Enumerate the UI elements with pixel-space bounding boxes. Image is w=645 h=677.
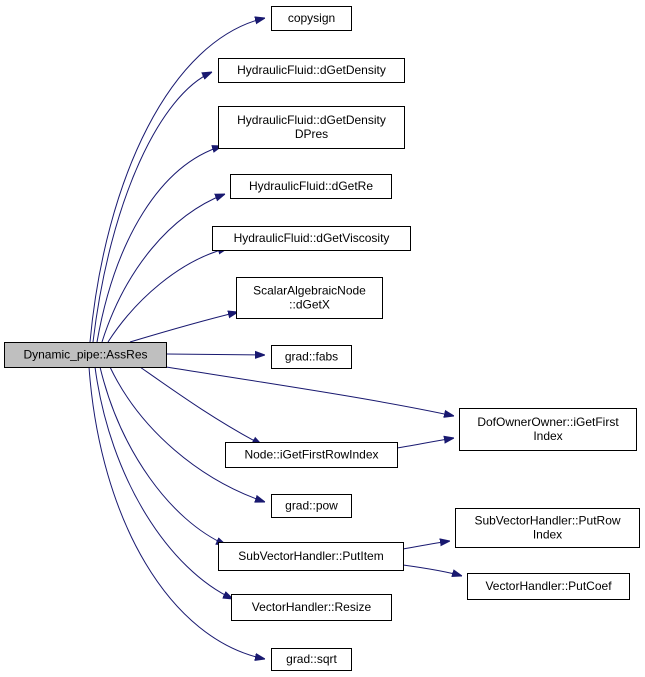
node-dGetX[interactable]: ScalarAlgebraicNode::dGetX <box>236 277 383 319</box>
node-label: DofOwnerOwner::iGetFirst <box>477 415 619 429</box>
node-box <box>459 408 637 451</box>
node-box <box>236 277 383 319</box>
node-label: grad::pow <box>285 499 338 513</box>
node-label: ::dGetX <box>289 298 330 312</box>
edge-line <box>92 72 212 343</box>
node-label: Index <box>533 528 562 542</box>
edge-PutItem-to-PutCoef <box>402 564 462 576</box>
node-label: Node::iGetFirstRowIndex <box>244 448 378 462</box>
node-box <box>218 58 405 83</box>
edge-root-to-PutItem <box>99 366 226 545</box>
edge-line <box>101 194 225 343</box>
node-label: VectorHandler::PutCoef <box>485 579 612 593</box>
node-box <box>271 6 352 31</box>
node-box <box>225 442 398 468</box>
node-label: HydraulicFluid::dGetDensity <box>237 63 386 77</box>
node-label: grad::fabs <box>285 350 338 364</box>
edge-line <box>99 366 226 545</box>
node-label: HydraulicFluid::dGetViscosity <box>234 231 390 245</box>
node-box <box>271 345 352 369</box>
node-Resize[interactable]: VectorHandler::Resize <box>231 594 392 621</box>
node-copysign[interactable]: copysign <box>271 6 352 31</box>
nodes-layer: Dynamic_pipe::AssRes copysignHydraulicFlu… <box>4 6 640 671</box>
node-PutItem[interactable]: SubVectorHandler::PutItem <box>218 542 404 571</box>
node-sqrt[interactable]: grad::sqrt <box>271 648 352 671</box>
edge-line <box>94 366 233 599</box>
edge-root-to-iGetFirstIndex <box>165 366 454 416</box>
edge-line <box>109 366 265 502</box>
edge-root-to-Resize <box>94 366 233 599</box>
edge-root-to-copysign <box>89 18 265 343</box>
node-label: HydraulicFluid::dGetRe <box>249 179 373 193</box>
edge-line <box>89 18 265 343</box>
node-box <box>231 594 392 621</box>
edge-line <box>88 366 265 659</box>
node-box <box>455 508 640 548</box>
edge-root-to-iGetFirstRowIndex <box>139 366 262 445</box>
edge-line <box>165 366 454 416</box>
node-label: Index <box>533 429 562 443</box>
node-box <box>271 648 352 671</box>
edge-root-to-dGetViscosity <box>107 248 228 343</box>
node-dGetRe[interactable]: HydraulicFluid::dGetRe <box>230 174 392 199</box>
node-dGetDensity[interactable]: HydraulicFluid::dGetDensity <box>218 58 405 83</box>
node-box <box>230 174 392 199</box>
edge-root-to-dGetRe <box>101 194 225 343</box>
node-label: VectorHandler::Resize <box>252 600 372 614</box>
node-PutCoef[interactable]: VectorHandler::PutCoef <box>467 573 630 600</box>
node-label: ScalarAlgebraicNode <box>253 284 366 298</box>
node-iGetFirstRowIndex[interactable]: Node::iGetFirstRowIndex <box>225 442 398 468</box>
node-label: copysign <box>288 11 335 25</box>
edge-root-to-pow <box>109 366 265 502</box>
node-box <box>218 542 404 571</box>
edge-root-to-dGetX <box>129 312 238 343</box>
edge-PutItem-to-PutRowIndex <box>402 541 450 550</box>
node-label: grad::sqrt <box>286 652 337 666</box>
node-label: HydraulicFluid::dGetDensity <box>237 113 386 127</box>
edges-layer <box>88 18 462 659</box>
edge-line <box>402 541 450 550</box>
node-label: SubVectorHandler::PutRow <box>474 514 620 528</box>
edge-line <box>165 354 265 355</box>
edge-line <box>96 146 222 343</box>
node-box <box>218 106 405 149</box>
edge-line <box>129 312 238 343</box>
node-root[interactable]: Dynamic_pipe::AssRes <box>4 342 167 368</box>
edge-root-to-sqrt <box>88 366 265 659</box>
edge-line <box>402 564 462 576</box>
edge-root-to-dGetDensityDPres <box>96 146 222 343</box>
edge-line <box>396 438 454 449</box>
edge-root-to-fabs <box>165 354 265 355</box>
edge-line <box>107 248 228 343</box>
node-label: Dynamic_pipe::AssRes <box>23 348 147 362</box>
edge-iGetFirstRowIndex-to-iGetFirstIndex <box>396 438 454 449</box>
node-box <box>212 226 411 251</box>
node-box <box>4 342 167 368</box>
node-label: SubVectorHandler::PutItem <box>238 549 383 563</box>
node-dGetViscosity[interactable]: HydraulicFluid::dGetViscosity <box>212 226 411 251</box>
edge-root-to-dGetDensity <box>92 72 212 343</box>
node-pow[interactable]: grad::pow <box>271 494 352 518</box>
node-box <box>467 573 630 600</box>
node-label: DPres <box>295 127 328 141</box>
node-box <box>271 494 352 518</box>
edge-line <box>139 366 262 445</box>
node-fabs[interactable]: grad::fabs <box>271 345 352 369</box>
